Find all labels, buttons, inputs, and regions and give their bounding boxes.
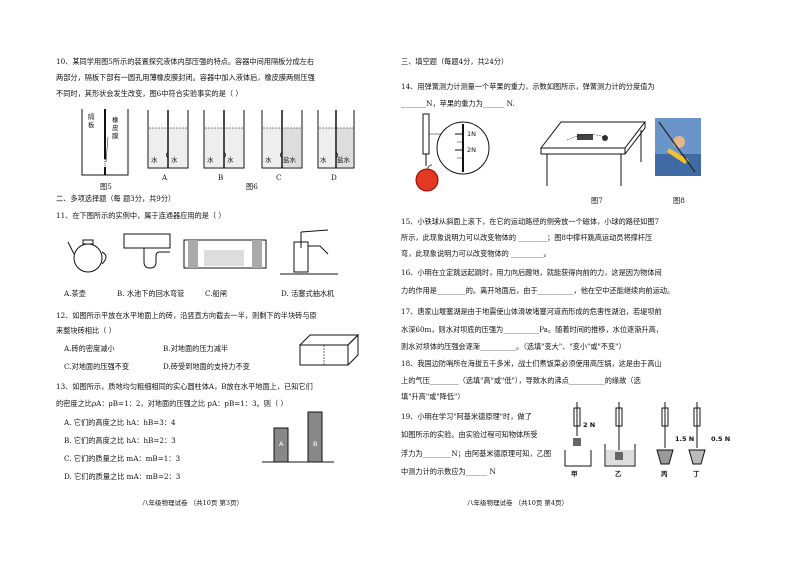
fig5-label-membrane: 橡皮膜	[112, 116, 119, 140]
q15-line1: 15、小铁球从斜面上滚下，在它的运动路径的侧旁放一个磁体，小球的路径如图7	[401, 217, 660, 226]
scale-label-2n: 2N	[467, 146, 476, 154]
liquid-label-d2: 盐水	[337, 156, 350, 164]
q19-line4: 中测力计的示数应为______ N	[401, 467, 496, 476]
q11-option-d: D. 活塞式抽水机	[281, 289, 335, 298]
option-b-label: B	[218, 173, 224, 182]
spring-scale-apple-figure	[415, 113, 490, 192]
q13-line2: 的密度之比ρA：ρB=1：2，对地面的压强之比 pA：pB=1：3。则（ ）	[56, 399, 288, 408]
q11-option-a: A.茶壶	[64, 289, 86, 298]
q17-line2: 水深60m，则水对坝底的压强为__________Pa。随着时间的推移，水位逐渐…	[401, 325, 663, 334]
q18-line3: 填"升高"或"降低"）	[401, 392, 465, 401]
q12-line2: 来整块砖相比（ ）	[56, 326, 116, 335]
cylinder-a-label: A	[279, 440, 284, 448]
section-3-heading: 三、填空题（每题4分，共24分）	[401, 57, 509, 66]
q11-sink-pipe-icon	[123, 233, 171, 269]
section-2-heading: 二、多项选择题（每 题3分，共9分）	[56, 194, 176, 203]
q12-option-a: A.砖的密度减小	[64, 344, 115, 353]
cylinders-ab-figure	[262, 411, 334, 463]
left-page: 10、某同学用图5所示的装置探究液体内部压强的特点。容器中间用隔板分成左右 两部…	[56, 57, 360, 507]
q10-line3: 不同时，其形状会发生改变，图6中符合实验事实的是（ ）	[56, 89, 243, 98]
q12-line1: 12、如图所示平放在水平地面上的砖，沿竖直方向截去一半，则剩下的半块砖与原	[56, 311, 317, 320]
label-yi: 乙	[615, 470, 622, 478]
left-page-footer: 八年级物理试卷 （共10页 第3页）	[142, 499, 244, 507]
archimedes-experiment-figure	[564, 402, 706, 467]
figure-6-containers	[147, 110, 355, 169]
container-d	[317, 110, 355, 169]
q19-line3: 浮力为________N；由阿基米德原理可知，乙图	[401, 449, 552, 458]
right-page-footer: 八年级物理试卷 （共10页 第4页）	[467, 499, 569, 507]
q13-line1: 13、如图所示，质地均匀粗细相同的实心圆柱体A，B放在水平地面上，已知它们	[56, 382, 313, 391]
q16-line1: 16、小明在立定跳远起跳时，用力向后蹬地，就能获得向前的力，这是因为物体间	[401, 268, 662, 277]
brick-icon	[298, 333, 360, 366]
q19-line2: 如图所示的实验。由实验过程可知物体所受	[401, 430, 538, 439]
container-a	[147, 110, 189, 169]
liquid-label-d1: 水	[320, 156, 327, 164]
liquid-label-b1: 水	[207, 156, 214, 164]
fig5-label-partition: 隔板	[88, 113, 95, 129]
container-c	[261, 110, 303, 169]
q13-option-d: D. 它们的质量之比 mA：mB=2：3	[64, 472, 181, 481]
q11-piston-pump-icon	[280, 229, 338, 275]
label-ding: 丁	[693, 470, 700, 478]
q16-line2: 力的作用是________的。离开地面后，由于__________，他在空中还能…	[401, 286, 675, 295]
option-c-label: C	[276, 173, 282, 182]
q14-line2: _______N，苹果的重力为______ N.	[401, 99, 515, 108]
fig7-caption: 图7	[591, 196, 603, 205]
q11-teapot-icon	[67, 239, 107, 273]
liquid-label-a2: 水	[171, 156, 178, 164]
q18-line2: 上的气压________（选填"高"或"低"），导致水的沸点__________…	[401, 376, 641, 385]
q18-line1: 18、我国边防哨所在海拔五千多米，战士们煮饭菜必须使用高压锅，这是由于高山	[401, 359, 662, 368]
q15-line3: 弯，此现象说明力可以改变物体的 _________。	[401, 249, 551, 258]
option-a-label: A	[162, 173, 168, 182]
q19-line1: 19、小明在学习"阿基米德原理"时，做了	[401, 412, 532, 421]
q17-line3: 则水对坝体的压强会逐渐__________。（选填"变大"、"变小"或"不变"）	[401, 342, 626, 351]
scale-label-1n: 1N	[467, 130, 476, 138]
q11-ship-lock-icon	[183, 239, 267, 269]
figure-7-magnet-table	[539, 121, 647, 186]
option-d-label: D	[331, 173, 337, 182]
right-page: 三、填空题（每题4分，共24分） 14、用弹簧测力计测量一个苹果的重力，示数如图…	[397, 0, 794, 561]
q12-option-c: C.对地面的压强不变	[64, 362, 130, 371]
q10-line1: 10、某同学用图5所示的装置探究液体内部压强的特点。容器中间用隔板分成左右	[56, 57, 315, 66]
q11-option-c: C.船闸	[205, 289, 227, 298]
reading-ding: 0.5 N	[711, 435, 731, 443]
figure-8-pole-vault-photo	[655, 118, 701, 176]
fig8-caption: 图8	[673, 196, 685, 205]
q17-line1: 17、唐家山堰塞湖是由于地震使山体滑坡堵塞河道而形成的危害性湖泊，若堤坝前	[401, 307, 662, 316]
q13-option-c: C. 它们的质量之比 mA：mB=1：3	[64, 454, 181, 463]
q14-line1: 14、用弹簧测力计测量一个苹果的重力，示数如图所示，弹簧测力计的分度值为	[401, 82, 655, 91]
q10-line2: 两部分，隔板下部有一圆孔用薄橡皮膜封闭。容器中加入液体后，橡皮膜两侧压强	[56, 73, 315, 82]
reading-bing: 1.5 N	[675, 435, 695, 443]
figure-5-container	[81, 109, 129, 176]
reading-jia: 2 N	[583, 421, 596, 429]
q11-option-b: B. 水池下的回水弯管	[117, 289, 185, 298]
q13-option-b: B. 它们的高度之比 hA：hB=2：3	[64, 436, 176, 445]
container-b	[203, 110, 245, 169]
liquid-label-a1: 水	[151, 156, 158, 164]
q15-line2: 所示，此现象说明力可以改变物体的 ________；图8中撑杆跳高运动员将撑杆压	[401, 233, 653, 242]
q12-option-b: B.对地面的压力减半	[163, 344, 229, 353]
label-bing: 丙	[661, 470, 668, 478]
liquid-label-b2: 水	[227, 156, 234, 164]
q13-option-a: A. 它们的高度之比 hA：hB=3：4	[64, 418, 176, 427]
q11-stem: 11、在下图所示的实例中，属于连通器应用的是（ ）	[56, 211, 226, 220]
q12-option-d: D.砖受到地面的支持力不变	[163, 362, 250, 371]
cylinder-b-label: B	[313, 440, 318, 448]
liquid-label-c2: 盐水	[283, 156, 296, 164]
fig6-caption: 图6	[246, 182, 258, 191]
liquid-label-c1: 水	[265, 156, 272, 164]
fig5-caption: 图5	[100, 182, 112, 191]
label-jia: 甲	[571, 470, 578, 478]
